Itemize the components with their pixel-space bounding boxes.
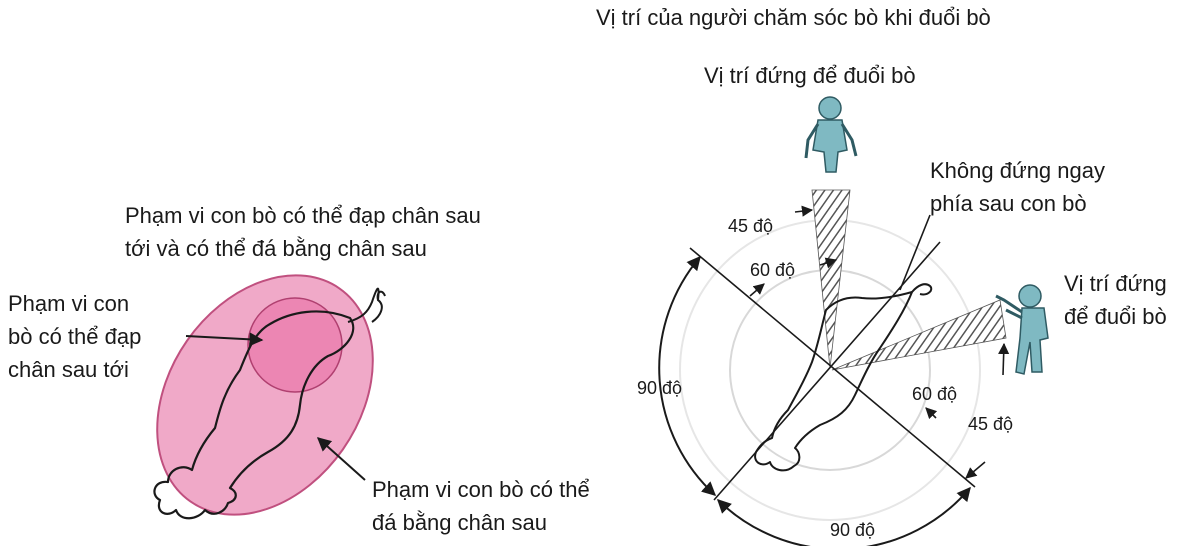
outer-zone-label-line2: đá bằng chân sau [372, 510, 547, 535]
arc-90-left [659, 257, 715, 495]
arrow-60-right [926, 408, 936, 418]
kick-range-title-line2: tới và có thể đá bằng chân sau [125, 236, 427, 261]
avoid-label-line1: Không đứng ngay [930, 158, 1105, 183]
inner-zone-label-line3: chân sau tới [8, 357, 129, 382]
right-diagram-title: Vị trí của người chăm sóc bò khi đuổi bò [596, 5, 991, 30]
right-position-label-line1: Vị trí đứng [1064, 271, 1167, 296]
angle-45-right-label: 45 độ [968, 414, 1013, 434]
handler-position-diagram: Vị trí của người chăm sóc bò khi đuổi bò… [596, 5, 1167, 546]
angle-60-right-label: 60 độ [912, 384, 957, 404]
angle-90-left-label: 90 độ [637, 378, 682, 398]
angle-90-bottom-label: 90 độ [830, 520, 875, 540]
cow-tail-right [912, 284, 931, 294]
avoid-label-line2: phía sau con bò [930, 191, 1087, 216]
worker-head-top [819, 97, 841, 119]
top-position-label: Vị trí đứng để đuổi bò [704, 63, 916, 88]
inner-zone-label-line1: Phạm vi con [8, 291, 129, 316]
worker-head-right [1019, 285, 1041, 307]
arrow-45-top [795, 210, 812, 212]
angle-60-top-label: 60 độ [750, 260, 795, 280]
right-position-label-line2: để đuổi bò [1064, 304, 1167, 329]
arrow-45-right-a [1003, 344, 1004, 375]
arrow-45-right-b [966, 462, 985, 478]
kick-range-diagram: Phạm vi con bò có thể đạp chân sau tới v… [8, 203, 590, 546]
worker-body-top [813, 120, 847, 172]
avoid-label-pointer [900, 215, 930, 290]
inner-zone-label-line2: bò có thể đạp [8, 324, 141, 349]
kick-range-title-line1: Phạm vi con bò có thể đạp chân sau [125, 203, 481, 228]
outer-zone-label-line1: Phạm vi con bò có thể [372, 477, 590, 502]
kick-range-title: Phạm vi con bò có thể đạp chân sau tới v… [125, 203, 481, 261]
arrow-60-top-a [750, 284, 764, 296]
worker-figure-top [806, 97, 856, 172]
angle-45-top-label: 45 độ [728, 216, 773, 236]
